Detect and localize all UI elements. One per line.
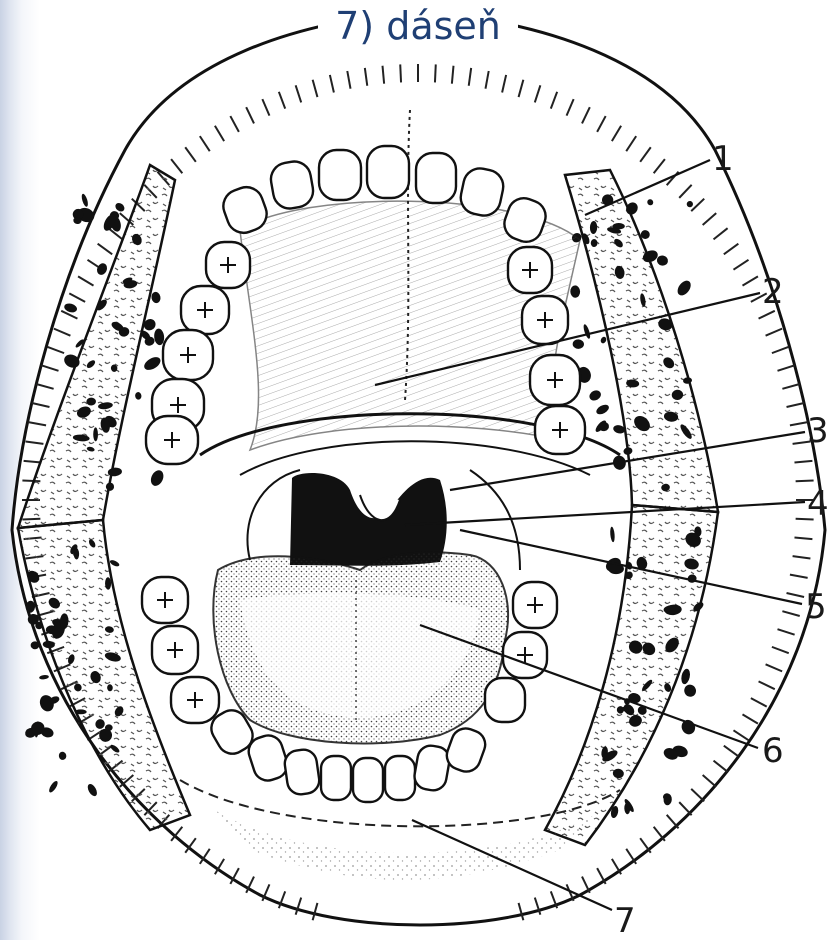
- cheek-blob: [80, 193, 89, 207]
- rim-tick: [400, 64, 401, 82]
- callout-7: 7: [614, 901, 636, 940]
- upper-tooth: [319, 150, 361, 200]
- upper-tooth: [508, 247, 552, 293]
- lower-tooth: [321, 756, 351, 800]
- slide-title: 7) dáseň: [318, 4, 518, 48]
- rim-tick: [796, 480, 814, 481]
- cheek-blob: [58, 751, 67, 761]
- upper-tooth: [416, 153, 456, 203]
- callout-6: 6: [762, 731, 784, 771]
- upper-tooth: [535, 406, 585, 454]
- upper-tooth: [163, 330, 213, 380]
- upper-tooth: [530, 355, 580, 405]
- upper-tooth: [522, 296, 568, 344]
- upper-tooth: [206, 242, 250, 288]
- upper-tooth: [146, 416, 198, 464]
- upper-tooth: [367, 146, 409, 198]
- title-box: 7) dáseň: [318, 0, 518, 60]
- callout-3: 3: [807, 411, 829, 451]
- lower-tooth: [283, 748, 321, 796]
- callout-1: 1: [712, 139, 734, 179]
- lower-tooth: [171, 677, 219, 723]
- callout-4: 4: [807, 484, 829, 524]
- lower-tooth: [353, 758, 383, 802]
- callout-5: 5: [805, 587, 827, 627]
- lower-tooth: [142, 577, 188, 623]
- callout-2: 2: [762, 272, 784, 312]
- rim-tick: [435, 64, 436, 82]
- cheek-blob: [86, 782, 99, 797]
- cheek-blob: [75, 709, 87, 714]
- lower-tooth: [152, 626, 198, 674]
- cheek-blob: [39, 674, 49, 679]
- lower-tooth: [485, 678, 525, 722]
- upper-tooth: [181, 286, 229, 334]
- cheek-blob: [48, 780, 60, 794]
- lower-tooth: [513, 582, 557, 628]
- lower-tooth: [503, 632, 547, 678]
- lower-tooth: [385, 756, 415, 800]
